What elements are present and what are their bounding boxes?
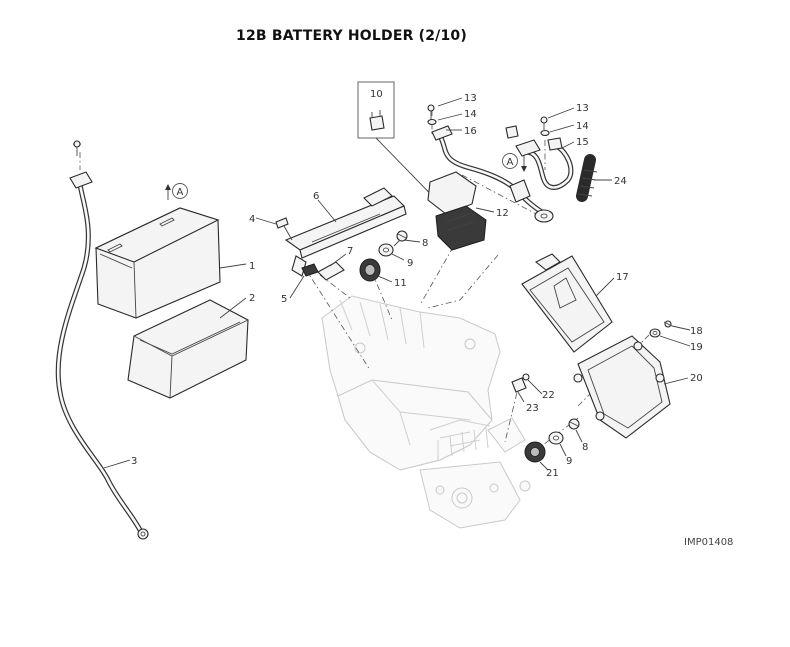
cable-16 [431, 125, 554, 223]
fuse-detail-box [357, 81, 451, 215]
screw-8 [393, 230, 408, 247]
callout-6: 6 [313, 191, 319, 202]
callout-19: 19 [690, 342, 703, 353]
callout-12: 12 [496, 208, 509, 219]
starter-solenoid [427, 171, 487, 251]
battery-tray-ghost [321, 295, 531, 529]
callout-labels: 1 2 3 4 5 6 7 8 8 9 9 10 11 12 13 13 14 … [131, 89, 703, 479]
image-code: IMP01408 [684, 537, 734, 548]
callout-5: 5 [281, 294, 287, 305]
nut-22 [522, 373, 530, 381]
callout-13-right: 13 [576, 103, 589, 114]
callout-8-lower: 8 [582, 442, 588, 453]
page-title: 12B BATTERY HOLDER (2/10) [236, 28, 467, 44]
callout-18: 18 [690, 326, 703, 337]
screw-8-lower [568, 418, 580, 430]
callout-7: 7 [347, 246, 353, 257]
reference-marker-a-2: A [507, 157, 514, 168]
callout-2: 2 [249, 293, 255, 304]
screw-4 [275, 217, 293, 241]
screw-13 [427, 104, 435, 120]
cable-15 [505, 125, 574, 190]
battery-rubber-pad [127, 299, 249, 399]
callout-11: 11 [394, 278, 407, 289]
assembly-lines [79, 110, 651, 453]
callout-16: 16 [464, 126, 477, 137]
grommet-21 [524, 441, 546, 463]
callout-22: 22 [542, 390, 555, 401]
callout-13: 13 [464, 93, 477, 104]
battery [94, 207, 221, 319]
callout-15: 15 [576, 137, 589, 148]
callout-14-right: 14 [576, 121, 589, 132]
grommet-11 [359, 258, 381, 282]
callout-10: 10 [370, 89, 383, 100]
callout-20: 20 [690, 373, 703, 384]
screw-13-right [540, 116, 548, 130]
ground-cable [55, 140, 149, 540]
callout-17: 17 [616, 272, 629, 283]
callout-4: 4 [249, 214, 255, 225]
leader-lines [103, 97, 691, 471]
callout-3: 3 [131, 456, 137, 467]
screw-18 [663, 320, 673, 328]
washer-14 [427, 118, 437, 126]
washer-19 [649, 328, 661, 338]
washer-9 [378, 243, 394, 257]
clip-7 [317, 261, 345, 281]
washer-14-right [540, 129, 550, 137]
callout-23: 23 [526, 403, 539, 414]
callout-24: 24 [614, 176, 627, 187]
callout-9-lower: 9 [566, 456, 572, 467]
callout-1: 1 [249, 261, 255, 272]
callout-14: 14 [464, 109, 477, 120]
housing-20 [573, 335, 671, 439]
hold-down-bracket [284, 187, 407, 277]
washer-9-lower [548, 431, 564, 445]
callout-8: 8 [422, 238, 428, 249]
sleeve-24 [576, 154, 598, 202]
reference-arrow-a-left: A [165, 183, 188, 200]
reference-marker-a: A [177, 187, 184, 198]
callout-9: 9 [407, 258, 413, 269]
callout-21: 21 [546, 468, 559, 479]
cover-17 [521, 253, 613, 353]
clip-23 [511, 377, 527, 393]
